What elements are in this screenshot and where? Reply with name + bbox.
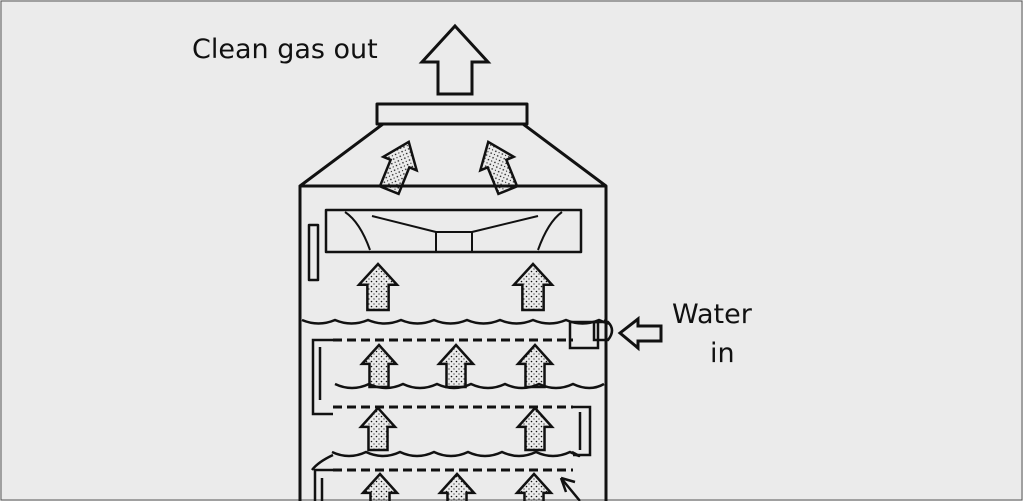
gas-flow-arrow xyxy=(358,406,398,452)
side-drain-upper xyxy=(307,223,320,282)
water-inlet-nozzle xyxy=(592,320,614,342)
mist-eliminator xyxy=(324,208,583,254)
gas-flow-arrow xyxy=(360,472,400,501)
gas-flow-arrow xyxy=(378,139,419,196)
gas-flow-arrow xyxy=(437,472,477,501)
water-in-arrow xyxy=(617,315,663,352)
gas-flow-arrow xyxy=(515,406,555,452)
downcomer-right-1 xyxy=(573,405,592,457)
tray-pointer-arrow xyxy=(559,476,581,501)
clean-gas-out-label: Clean gas out xyxy=(192,34,378,65)
water-inlet-box xyxy=(568,320,600,350)
downcomer-left-1 xyxy=(311,338,333,416)
downcomer-left-2 xyxy=(313,468,333,501)
gas-flow-arrow xyxy=(359,343,399,389)
water-in-label-line1: Water xyxy=(672,299,752,330)
hood xyxy=(298,122,608,188)
gas-flow-arrow xyxy=(436,343,476,389)
clean-gas-out-arrow xyxy=(418,23,492,96)
gas-flow-arrows xyxy=(356,139,555,501)
sieve-trays xyxy=(333,338,573,472)
downcomers xyxy=(311,320,600,501)
water-surface-1 xyxy=(301,318,610,325)
gas-flow-arrow xyxy=(478,139,519,196)
gas-flow-arrow xyxy=(356,262,400,312)
gas-flow-arrow xyxy=(515,343,555,389)
downcomer-left-2-lip xyxy=(311,453,334,471)
water-surface-3 xyxy=(331,450,581,458)
water-in-label-line2: in xyxy=(710,338,735,369)
outlet-flange xyxy=(375,102,529,126)
column-shell xyxy=(298,186,608,501)
gas-flow-arrow xyxy=(514,472,554,501)
gas-flow-arrow xyxy=(511,262,555,312)
